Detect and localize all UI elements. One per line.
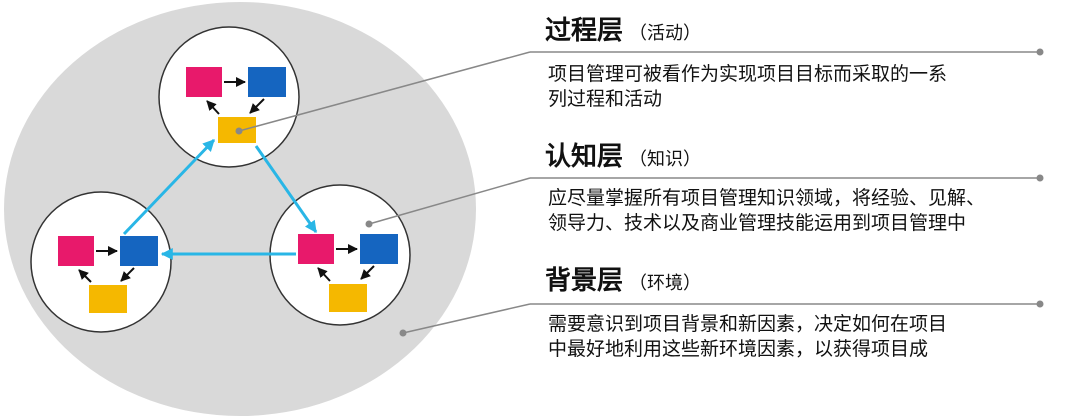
background-layer-heading: 背景层（环境）: [545, 266, 701, 299]
process-layer-heading: 过程层（活动）: [545, 16, 701, 49]
description-line: 领导力、技术以及商业管理技能运用到项目管理中: [548, 212, 967, 234]
arrow: [317, 267, 331, 282]
pink-box: [298, 234, 334, 264]
process-circle-top: [158, 26, 300, 168]
background-layer-subtitle: （环境）: [629, 273, 702, 294]
arrow: [206, 100, 220, 115]
description-line: 需要意识到项目背景和新因素，决定如何在项目: [548, 313, 948, 335]
leader-process: [235, 48, 1044, 135]
arrow: [360, 265, 375, 280]
pink-box: [186, 67, 222, 97]
blue-box: [360, 234, 398, 264]
description-line: 项目管理可被看作为实现项目目标而采取的一系: [548, 63, 948, 85]
blue-box: [248, 67, 286, 97]
cycle-arrow-left-to-top: [122, 138, 216, 236]
knowledge-circle-left: [30, 191, 172, 333]
process-layer-description: 项目管理可被看作为实现项目目标而采取的一系 列过程和活动: [548, 62, 947, 112]
leader-knowledge: [365, 174, 1044, 228]
arrow: [78, 269, 92, 283]
yellow-box: [89, 285, 127, 313]
background-layer-title: 背景层: [545, 266, 624, 296]
pink-box: [58, 236, 94, 266]
arrow: [120, 267, 135, 282]
process-layer-subtitle: （活动）: [629, 23, 702, 44]
leader-background: [399, 300, 1044, 337]
blue-box: [120, 236, 158, 266]
yellow-box: [329, 284, 367, 312]
arrow: [249, 98, 265, 114]
description-line: 应尽量掌握所有项目管理知识领域，将经验、见解、: [548, 187, 986, 209]
knowledge-layer-subtitle: （知识）: [629, 149, 702, 170]
knowledge-layer-description: 应尽量掌握所有项目管理知识领域，将经验、见解、 领导力、技术以及商业管理技能运用…: [548, 186, 985, 236]
knowledge-layer-title: 认知层: [545, 142, 624, 172]
description-line: 中最好地利用这些新环境因素，以获得项目成: [548, 338, 929, 360]
knowledge-layer-heading: 认知层（知识）: [545, 142, 701, 175]
process-layer-title: 过程层: [545, 16, 624, 46]
description-line: 列过程和活动: [548, 88, 663, 110]
cycle-arrow-top-to-right: [254, 145, 318, 233]
background-layer-description: 需要意识到项目背景和新因素，决定如何在项目 中最好地利用这些新环境因素，以获得项…: [548, 312, 947, 362]
